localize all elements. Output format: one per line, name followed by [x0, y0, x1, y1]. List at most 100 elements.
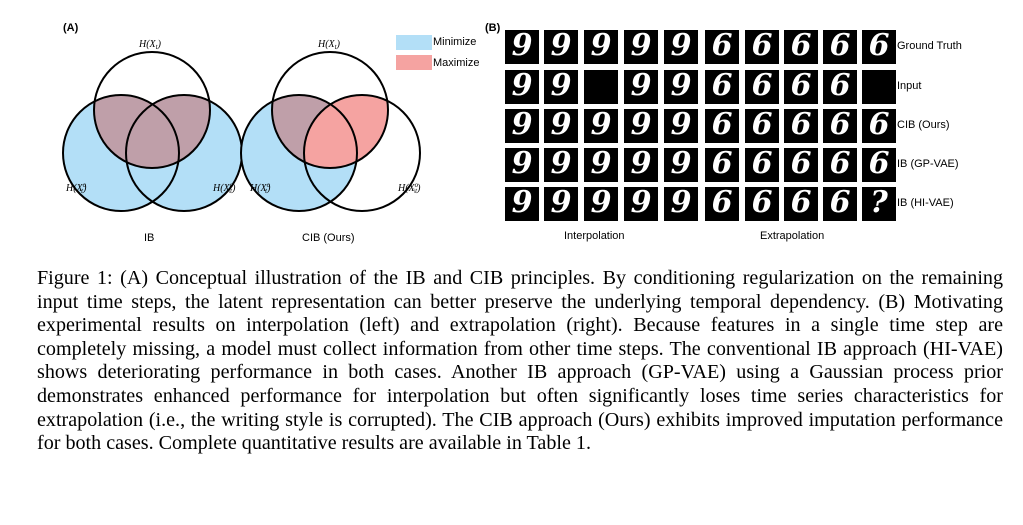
- figure-1: (A): [0, 0, 1023, 262]
- digit-tile: 9: [505, 187, 539, 221]
- digit-glyph: 9: [550, 30, 572, 63]
- digit-tile: 9: [624, 70, 658, 104]
- digit-glyph: [862, 70, 896, 103]
- ib-caption: IB: [144, 232, 155, 244]
- digit-tile: 9: [544, 187, 578, 221]
- digit-tile: 6: [862, 148, 896, 182]
- digit-glyph: 9: [670, 109, 692, 142]
- digit-tile: 6: [823, 187, 857, 221]
- digit-tile: 6: [705, 148, 739, 182]
- digit-tile: 9: [505, 70, 539, 104]
- digit-tile: [584, 70, 618, 104]
- digit-glyph: 6: [751, 148, 773, 181]
- cib-top-circle: [271, 51, 389, 169]
- legend-maximize-swatch: [396, 55, 432, 70]
- digit-glyph: 6: [790, 30, 812, 63]
- cib-top-label: H(Xt): [317, 39, 341, 51]
- digit-glyph: 6: [829, 187, 851, 220]
- digit-tile: 9: [544, 30, 578, 64]
- cib-caption: CIB (Ours): [302, 232, 355, 244]
- digit-glyph: 6: [829, 148, 851, 181]
- digit-tile: 6: [784, 30, 818, 64]
- digit-glyph: 9: [630, 187, 652, 220]
- ib-top-label: H(Xt): [138, 39, 162, 51]
- row-label: Ground Truth: [897, 40, 962, 52]
- digit-glyph: 9: [590, 109, 612, 142]
- ib-venn: [62, 51, 243, 212]
- digit-tile: 6: [784, 109, 818, 143]
- digit-glyph: 6: [711, 187, 733, 220]
- digit-glyph: 6: [790, 109, 812, 142]
- digit-tile: 9: [664, 109, 698, 143]
- digit-tile: 9: [664, 30, 698, 64]
- digit-glyph: 9: [630, 30, 652, 63]
- digit-glyph: 9: [670, 187, 692, 220]
- digit-tile: 9: [584, 109, 618, 143]
- digit-tile: 9: [505, 30, 539, 64]
- digit-tile: 6: [705, 30, 739, 64]
- row-label: CIB (Ours): [897, 119, 950, 131]
- legend-minimize-label: Minimize: [433, 36, 477, 48]
- digit-glyph: 9: [670, 30, 692, 63]
- digit-glyph: 6: [829, 70, 851, 103]
- digit-glyph: 9: [670, 148, 692, 181]
- digit-glyph: 6: [711, 109, 733, 142]
- digit-glyph: 9: [511, 70, 533, 103]
- digit-tile: 6: [745, 187, 779, 221]
- digit-tile: 9: [584, 30, 618, 64]
- digit-tile: 6: [784, 187, 818, 221]
- legend-maximize-label: Maximize: [433, 57, 480, 69]
- cib-right-label: H(Xo\t): [397, 181, 421, 195]
- digit-tile: [862, 70, 896, 104]
- row-label: IB (GP-VAE): [897, 158, 959, 170]
- digit-tile: 6: [745, 30, 779, 64]
- row-label: Input: [897, 80, 922, 92]
- digit-glyph: 6: [868, 109, 890, 142]
- digit-tile: 9: [664, 187, 698, 221]
- digit-tile: 9: [664, 148, 698, 182]
- digit-glyph: 6: [829, 109, 851, 142]
- digit-glyph: ?: [870, 187, 888, 220]
- digit-glyph: 9: [511, 148, 533, 181]
- digit-tile: 9: [584, 187, 618, 221]
- digit-glyph: 6: [790, 148, 812, 181]
- digit-tile: 9: [624, 148, 658, 182]
- digit-glyph: 9: [670, 70, 692, 103]
- digit-tile: 6: [784, 148, 818, 182]
- digit-tile: 9: [624, 30, 658, 64]
- digit-tile: 6: [862, 30, 896, 64]
- row-label: IB (HI-VAE): [897, 197, 954, 209]
- panel-b-label: (B): [485, 22, 501, 34]
- digit-glyph: 9: [590, 187, 612, 220]
- digit-glyph: 6: [711, 148, 733, 181]
- digit-tile: 9: [664, 70, 698, 104]
- ib-right-label: H(Xo\t): [212, 181, 236, 195]
- digit-glyph: 9: [550, 148, 572, 181]
- digit-tile: 9: [544, 109, 578, 143]
- digit-tile: 6: [823, 148, 857, 182]
- extrapolation-label: Extrapolation: [760, 230, 825, 242]
- digit-tile: 6: [745, 148, 779, 182]
- digit-glyph: 6: [751, 30, 773, 63]
- ib-top-circle: [93, 51, 211, 169]
- digit-glyph: 6: [711, 70, 733, 103]
- digit-glyph: 6: [751, 70, 773, 103]
- cib-right-circle: [303, 94, 421, 212]
- digit-glyph: 6: [868, 30, 890, 63]
- digit-glyph: [584, 70, 618, 103]
- digit-tile: 9: [544, 148, 578, 182]
- digit-glyph: 6: [829, 30, 851, 63]
- digit-tile: 9: [624, 187, 658, 221]
- digit-glyph: 6: [790, 187, 812, 220]
- interpolation-label: Interpolation: [564, 230, 625, 242]
- ib-left-circle: [62, 94, 180, 212]
- digit-glyph: 6: [751, 109, 773, 142]
- panel-a-label: (A): [63, 22, 79, 34]
- digit-tile: 9: [505, 109, 539, 143]
- digit-glyph: 9: [511, 109, 533, 142]
- digit-tile: 6: [862, 109, 896, 143]
- digit-glyph: 6: [868, 148, 890, 181]
- figure-caption: Figure 1: (A) Conceptual illustration of…: [37, 267, 1003, 455]
